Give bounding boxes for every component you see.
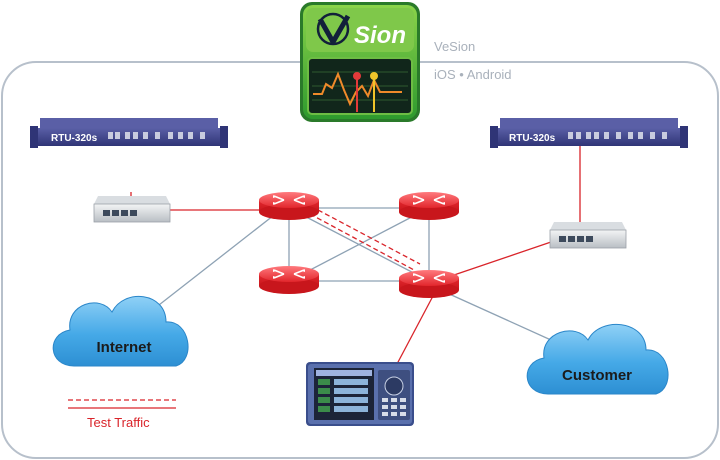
rtu-right-label: RTU-320s xyxy=(509,133,556,144)
router-icon xyxy=(398,191,460,221)
network-link xyxy=(435,287,563,346)
vesion-logo-icon: Sion xyxy=(300,2,420,122)
cloud-icon: Internet xyxy=(52,296,189,367)
cloud-label-internet: Internet xyxy=(96,339,151,356)
switch-icon xyxy=(93,196,171,223)
rtu-rack-icon: RTU-320s xyxy=(30,118,228,148)
router-icon xyxy=(258,191,320,221)
router-icon xyxy=(258,265,320,295)
cloud-label-customer: Customer xyxy=(562,367,632,384)
switch-to-router-link xyxy=(453,241,552,276)
router-to-instrument-link xyxy=(396,295,434,365)
switch-icon xyxy=(549,222,627,249)
test-traffic-dashed-link xyxy=(309,213,415,271)
test-traffic-links xyxy=(130,142,581,365)
cloud-icon: Customer xyxy=(526,323,669,395)
rtu-left-label: RTU-320s xyxy=(51,133,98,144)
app-platforms: iOS • Android xyxy=(434,67,512,82)
legend-label: Test Traffic xyxy=(87,415,150,430)
router-icon xyxy=(398,269,460,299)
network-link xyxy=(288,207,430,282)
legend-test-traffic-marker xyxy=(68,399,176,409)
network-link xyxy=(149,211,279,313)
app-name: VeSion xyxy=(434,39,476,54)
test-traffic-dashed-link xyxy=(317,209,421,265)
test-instrument-icon xyxy=(306,362,414,426)
rtu-rack-icon: RTU-320s xyxy=(490,118,688,148)
logo-wordmark: Sion xyxy=(354,22,406,49)
network-links xyxy=(149,207,563,346)
